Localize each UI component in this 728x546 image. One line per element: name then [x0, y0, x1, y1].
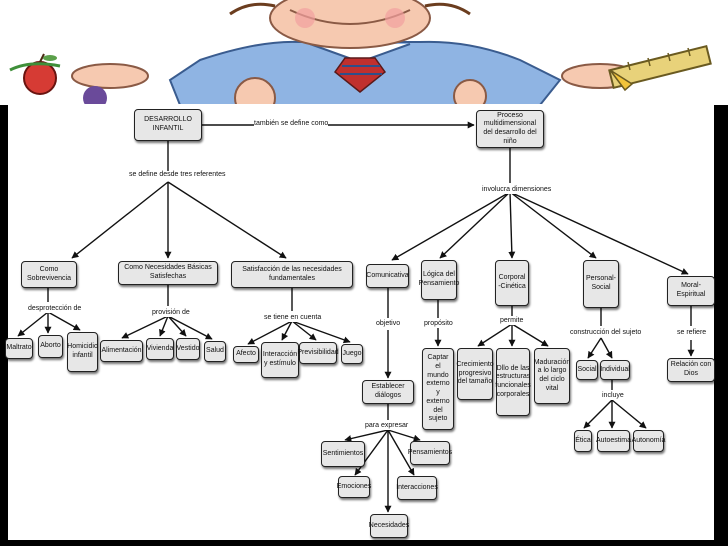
node-captar: Captar el mundo externo y externo del su… — [422, 348, 454, 430]
link-label-tres-referentes: se define desde tres referentes — [129, 171, 226, 179]
node-autoestima: Autoestima — [596, 430, 631, 452]
node-proceso: Proceso multidimensional del desarrollo … — [476, 110, 544, 148]
node-emociones: Emociones — [337, 476, 371, 498]
node-maltrato: Maltrato — [5, 338, 33, 359]
link-label-proposito: propósito — [424, 320, 453, 328]
node-necesidades2: Necesidades — [369, 514, 409, 538]
link-label-se-refiere: se refiere — [677, 329, 707, 337]
node-sobrevivencia: Como Sobrevivencia — [21, 261, 77, 288]
node-interaccion: Interacción y estímulo — [261, 342, 299, 378]
node-crecimiento: Crecimiento progresivo del tamaño — [456, 348, 494, 400]
link-label-provision: provisión de — [152, 309, 190, 317]
link-label-objetivo: objetivo — [376, 320, 401, 328]
node-desarrollo-infantil: DESARROLLO INFANTIL — [134, 109, 202, 141]
node-corporal: Corporal -Cinética — [495, 260, 529, 306]
node-afecto: Afecto — [233, 346, 259, 363]
link-label-tambien: también se define como — [254, 120, 329, 128]
node-necesidades: Como Necesidades Básicas Satisfechas — [118, 261, 218, 285]
link-label-tiene-en-cuenta: se tiene en cuenta — [264, 314, 322, 322]
node-pensamientos: Pensamientos — [408, 441, 452, 465]
node-aborto: Aborto — [38, 335, 63, 358]
node-comunicativa: Comunicativa — [366, 264, 409, 288]
node-vivienda: Vivienda — [146, 338, 174, 360]
node-logica: Lógica del Pensamiento — [419, 260, 459, 300]
node-juego: Juego — [341, 344, 363, 364]
node-relacion: Relación con Dios — [667, 358, 715, 382]
link-label-para-expresar: para expresar — [365, 422, 409, 430]
node-social: Social — [576, 360, 598, 380]
node-dialogos: Establecer diálogos — [362, 380, 414, 404]
node-maduracion: Maduración a lo largo del ciclo vital — [534, 348, 570, 404]
link-label-involucra: involucra dimensiones — [482, 186, 552, 194]
node-alimentacion: Alimentación — [100, 340, 143, 362]
node-autonomia: Autonomía — [632, 430, 665, 452]
node-interacciones: Interacciones — [396, 476, 438, 500]
node-individual: Individual — [600, 360, 630, 380]
link-label-permite: permite — [500, 317, 524, 325]
node-salud: Salud — [204, 341, 226, 362]
banner-illustration — [0, 0, 728, 119]
link-label-construccion: construcción del sujeto — [570, 329, 642, 337]
node-satisfaccion: Satisfacción de las necesidades fundamen… — [231, 261, 353, 288]
link-label-incluye: incluye — [602, 392, 624, 400]
node-previsibilidad: Previsibilidad — [297, 342, 339, 364]
node-moral: Moral-Espiritual — [667, 276, 715, 306]
node-etica: Ética — [574, 430, 592, 452]
node-dllo: Dllo de las estructuras funcionales corp… — [495, 348, 531, 416]
node-homicidio: Homicidio infantil — [67, 332, 98, 372]
node-sentimientos: Sentimientos — [321, 441, 365, 467]
node-vestido: Vestido — [176, 338, 200, 360]
link-label-desproteccion: desprotección de — [28, 305, 82, 313]
cartoon-child-illustration — [9, 0, 712, 119]
node-personal: Personal- Social — [583, 260, 619, 308]
